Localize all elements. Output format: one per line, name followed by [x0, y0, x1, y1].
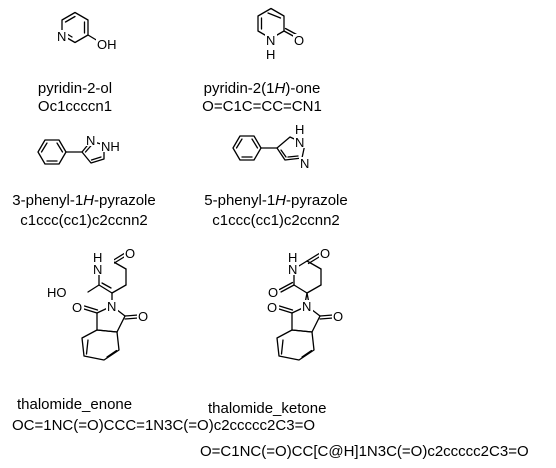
- atom-h: H: [288, 250, 297, 265]
- atom-o: O: [125, 246, 135, 261]
- atom-n: N: [302, 299, 311, 314]
- atom-n: N: [57, 29, 66, 44]
- molecule-smiles: OC=1NC(=O)CCC=1N3C(=O)c2ccccc2C3=O: [12, 417, 315, 434]
- atom-n: N: [93, 262, 102, 277]
- molecule-name: pyridin-2-ol: [37, 80, 113, 97]
- atom-n: N: [295, 135, 304, 150]
- molecule-name: 3-phenyl-1H-pyrazole: [12, 192, 156, 209]
- molecule-smiles: O=C1NC(=O)CC[C@H]1N3C(=O)c2ccccc2C3=O: [200, 443, 529, 460]
- atom-h: H: [266, 47, 275, 62]
- molecule-smiles: c1ccc(cc1)c2ccnn2: [20, 212, 148, 229]
- atom-nh: NH: [101, 139, 120, 154]
- molecule-smiles: c1ccc(cc1)c2ccnn2: [212, 212, 340, 229]
- atom-o: O: [72, 300, 82, 315]
- structure-pyridin-2-1h-one: N H O: [257, 7, 305, 62]
- atom-n: N: [300, 156, 309, 171]
- structure-thalomide-enone: H N O HO N O O: [46, 246, 149, 361]
- structure-thalomide-ketone: H N O O N O O: [267, 246, 344, 361]
- atom-o: O: [267, 300, 277, 315]
- atom-o: O: [320, 246, 330, 261]
- atom-n: N: [266, 33, 275, 48]
- molecule-smiles: O=C1C=CC=CN1: [202, 98, 322, 115]
- structure-5-phenyl-1h-pyrazole: H N N: [232, 122, 311, 171]
- atom-o: O: [268, 285, 278, 300]
- molecule-smiles: Oc1ccccn1: [37, 98, 113, 115]
- atom-o: O: [138, 309, 148, 324]
- structure-pyridin-2-ol: N OH: [56, 11, 118, 52]
- atom-n: N: [288, 262, 297, 277]
- molecule-name: pyridin-2(1H)-one: [203, 80, 321, 97]
- atom-h: H: [295, 122, 304, 137]
- structure-3-phenyl-1h-pyrazole: N NH: [37, 133, 122, 165]
- molecule-name: thalomide_ketone: [208, 400, 327, 417]
- atom-h: H: [93, 250, 102, 265]
- atom-n: N: [86, 133, 95, 148]
- molecule-name: thalomide_enone: [17, 396, 133, 413]
- atom-ho: HO: [47, 285, 67, 300]
- atom-n: N: [107, 299, 116, 314]
- atom-o: O: [333, 309, 343, 324]
- atom-oh: OH: [97, 37, 117, 52]
- atom-o: O: [294, 33, 304, 48]
- molecule-name: 5-phenyl-1H-pyrazole: [204, 192, 348, 209]
